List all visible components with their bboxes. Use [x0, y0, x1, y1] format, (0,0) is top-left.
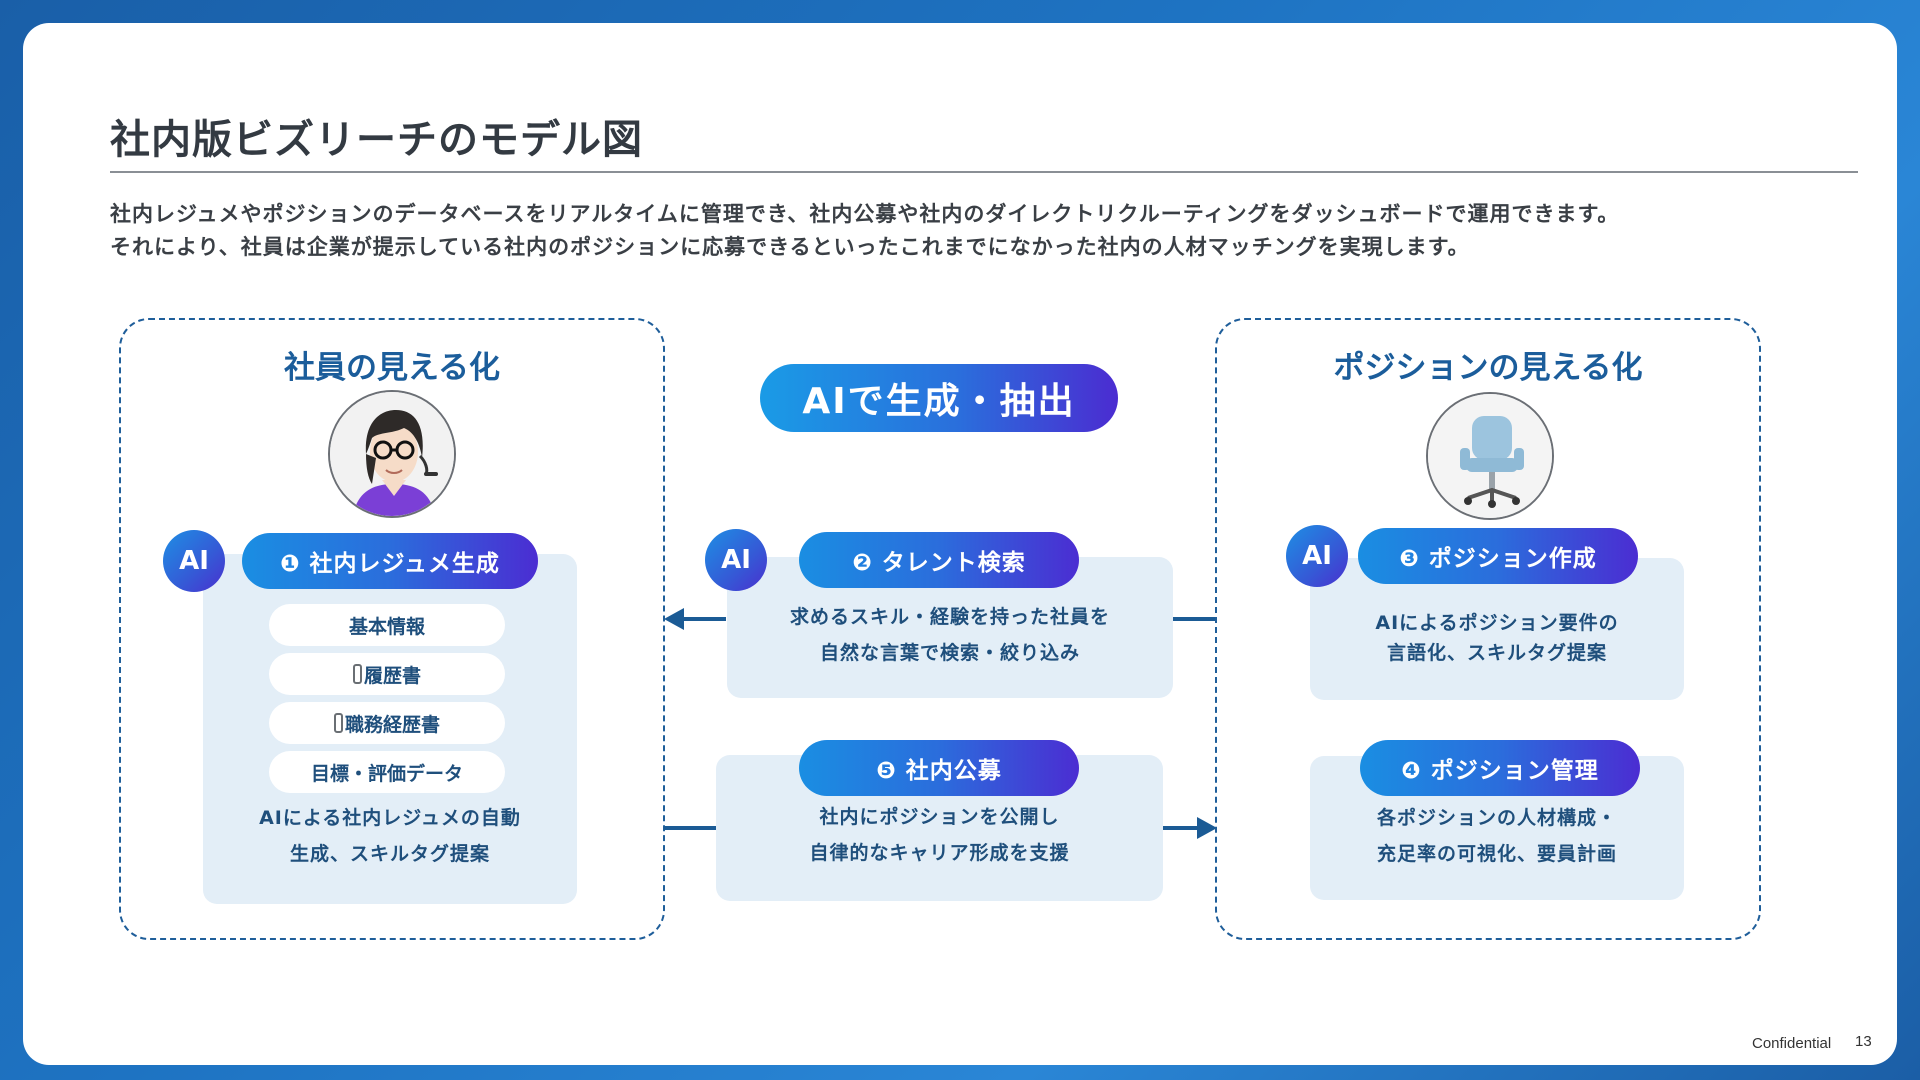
arrow-right-icon [1197, 817, 1217, 839]
step-position-creation: ❸ ポジション作成 [1358, 528, 1638, 584]
description: 社内レジュメやポジションのデータベースをリアルタイムに管理でき、社内公募や社内の… [110, 198, 1870, 264]
position-visibility-panel: ポジションの見える化 AIによるポジション要件の 言語化、スキルタグ提案 AI … [1215, 318, 1761, 940]
ai-badge: AI [163, 530, 225, 592]
position-panel-title: ポジションの見える化 [1333, 350, 1643, 386]
step-position-management: ❹ ポジション管理 [1360, 740, 1640, 796]
arrow-left-icon [664, 608, 684, 630]
chip-work-history: 職務経歴書 [269, 702, 505, 744]
confidential-label: Confidential [1752, 1035, 1832, 1052]
description-line-2: それにより、社員は企業が提示している社内のポジションに応募できるといったこれまで… [110, 235, 1470, 259]
ai-generate-extract-label: AIで生成・抽出 [760, 364, 1118, 432]
document-icon [333, 713, 343, 733]
ai-badge: AI [1286, 525, 1348, 587]
page-number: 13 [1855, 1033, 1872, 1050]
description-line-1: 社内レジュメやポジションのデータベースをリアルタイムに管理でき、社内公募や社内の… [110, 202, 1620, 226]
internal-posting-text: 社内にポジションを公開し 自律的なキャリア形成を支援 [809, 806, 1070, 864]
resume-card-text: AIによる社内レジュメの自動 生成、スキルタグ提案 [259, 807, 521, 865]
chip-resume: 履歴書 [269, 653, 505, 695]
employee-visibility-panel: 社員の見える化 基本情報 履歴書 職務経歴書 目 [119, 318, 665, 940]
talent-search-text: 求めるスキル・経験を持った社員を 自然な言葉で検索・絞り込み [789, 606, 1110, 664]
resume-card: 基本情報 履歴書 職務経歴書 目標・評価データ AIによる社内レジュメの自動 生… [203, 554, 577, 904]
office-chair-icon [1428, 394, 1552, 518]
step-internal-posting: ❺ 社内公募 [799, 740, 1079, 796]
connector-search-to-position [1173, 617, 1217, 621]
chip-goals-evaluation: 目標・評価データ [269, 751, 505, 793]
ai-badge: AI [705, 529, 767, 591]
employee-avatar-icon [330, 392, 454, 516]
position-avatar [1426, 392, 1554, 520]
connector-posting-to-position [1163, 826, 1197, 830]
position-manage-text: 各ポジションの人材構成・ 充足率の可視化、要員計画 [1376, 807, 1617, 865]
position-create-text: AIによるポジション要件の 言語化、スキルタグ提案 [1375, 612, 1619, 664]
employee-panel-title: 社員の見える化 [283, 350, 501, 386]
title-divider [110, 171, 1858, 173]
page-title: 社内版ビズリーチのモデル図 [110, 117, 643, 163]
employee-avatar [328, 390, 456, 518]
chip-basic-info: 基本情報 [269, 604, 505, 646]
step-resume-generation: ❶ 社内レジュメ生成 [242, 533, 538, 589]
step-talent-search: ❷ タレント検索 [799, 532, 1079, 588]
connector-employee-to-posting [664, 826, 716, 830]
document-icon [352, 664, 362, 684]
connector-search-to-employee [684, 617, 726, 621]
